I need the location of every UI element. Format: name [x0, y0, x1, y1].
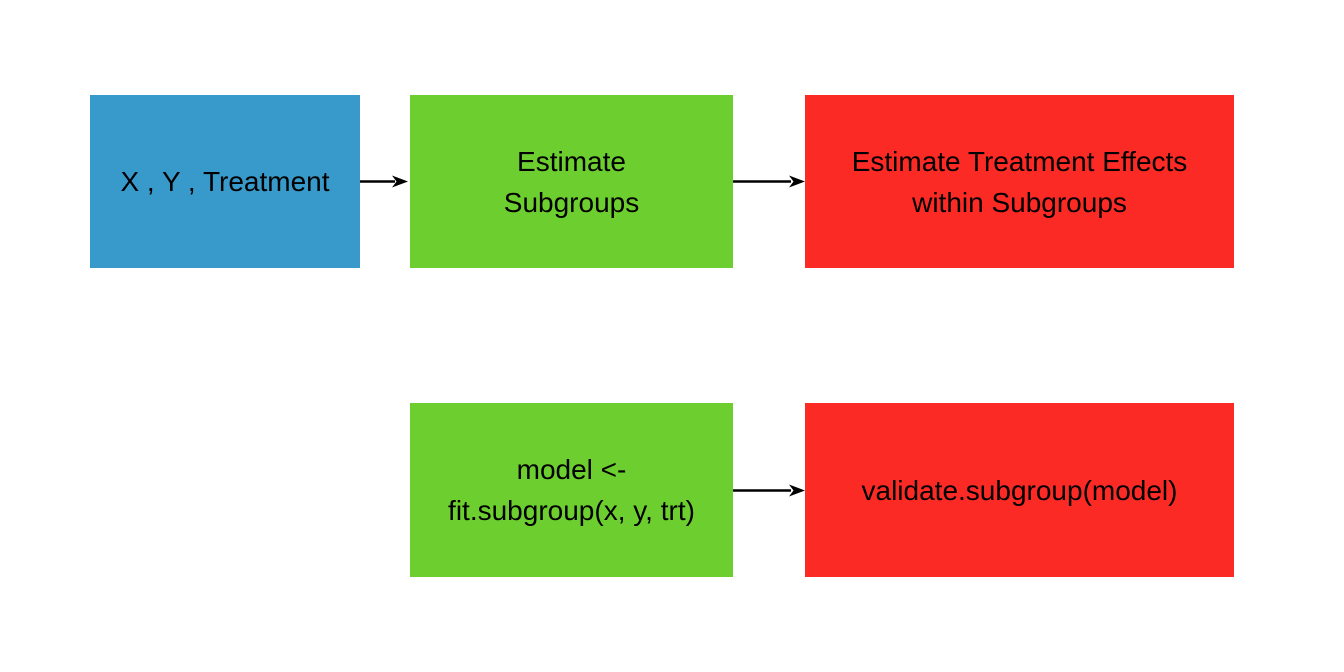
arrow-estimate-to-effects — [733, 175, 805, 188]
node-label-line: model <- — [516, 454, 627, 485]
node-label-line: Estimate Treatment Effects — [851, 145, 1188, 177]
node-label-line: Estimate — [517, 145, 626, 177]
node-validate-subgroup-code-label: validate.subgroup(model) — [862, 470, 1178, 511]
node-data-input-label: X , Y , Treatment — [120, 161, 329, 202]
node-fit-subgroup-code: model <- fit.subgroup(x, y, trt) — [410, 403, 733, 577]
node-label-line: Subgroups — [503, 186, 640, 218]
node-label-line: X , Y , Treatment — [120, 166, 330, 197]
node-data-input: X , Y , Treatment — [90, 95, 360, 268]
node-estimate-treatment-effects: Estimate Treatment Effects within Subgro… — [805, 95, 1234, 268]
arrow-fit-to-validate — [733, 484, 805, 497]
node-estimate-treatment-effects-label: Estimate Treatment Effects within Subgro… — [852, 141, 1188, 223]
node-estimate-subgroups-label: Estimate Subgroups — [504, 141, 639, 223]
node-fit-subgroup-code-label: model <- fit.subgroup(x, y, trt) — [448, 449, 695, 531]
node-label-line: validate.subgroup(model) — [861, 474, 1178, 506]
node-validate-subgroup-code: validate.subgroup(model) — [805, 403, 1234, 577]
node-label-line: fit.subgroup(x, y, trt) — [448, 495, 695, 526]
node-label-line: within Subgroups — [912, 186, 1127, 218]
arrow-data-to-estimate — [360, 175, 408, 188]
node-estimate-subgroups: Estimate Subgroups — [410, 95, 733, 268]
